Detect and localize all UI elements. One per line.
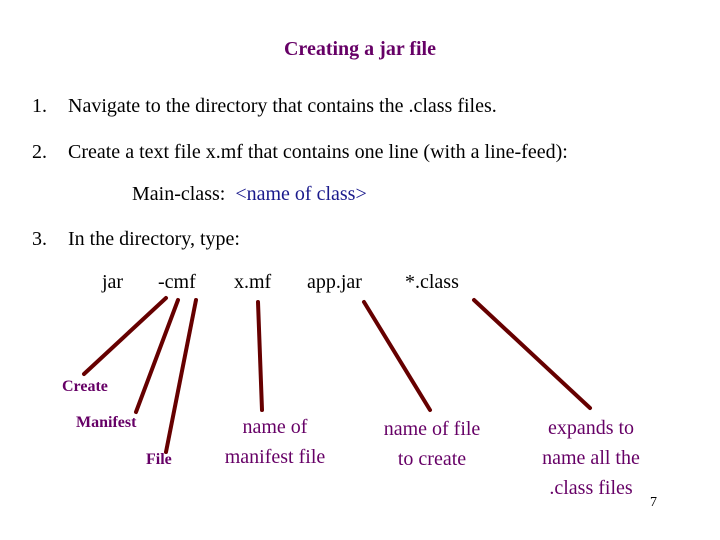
label-create: Create [62, 378, 108, 395]
main-class-line: Main-class: <name of class> [132, 183, 367, 206]
step-3-number: 3. [32, 228, 47, 250]
slide-title: Creating a jar file [283, 38, 436, 60]
main-class-value: <name of class> [235, 183, 367, 205]
label-file-to-create: name of file to create [362, 414, 502, 474]
page-number: 7 [650, 495, 657, 510]
command-jarfile: app.jar [307, 271, 362, 293]
label-file-to-create-line1: name of file [383, 418, 481, 440]
label-expands-line1: expands to [547, 417, 635, 439]
arrow-file [164, 298, 198, 454]
label-manifest-name-line2: manifest file [224, 446, 326, 468]
label-file: File [146, 451, 172, 468]
arrow-file-to-create [362, 300, 432, 412]
arrow-manifest-name [256, 300, 264, 412]
step-1-text: Navigate to the directory that contains … [68, 95, 497, 117]
arrow-create [82, 296, 168, 376]
step-2-number: 2. [32, 141, 47, 163]
command-manifest: x.mf [234, 271, 272, 293]
arrow-manifest [134, 298, 180, 414]
main-class-key: Main-class: [132, 183, 226, 205]
step-3: 3. In the directory, type: [32, 228, 240, 251]
label-expands-line2: name all the [542, 447, 640, 469]
label-expands: expands to name all the .class files [516, 413, 666, 503]
command-flags: -cmf [158, 271, 196, 293]
label-manifest-name-line1: name of [242, 416, 308, 438]
command-jar: jar [102, 271, 124, 293]
arrow-class-files [472, 298, 592, 410]
step-3-text: In the directory, type: [68, 228, 240, 250]
label-file-to-create-line2: to create [397, 448, 467, 470]
label-expands-line3: .class files [549, 477, 633, 499]
step-2-text: Create a text file x.mf that contains on… [68, 141, 568, 163]
label-manifest: Manifest [76, 414, 137, 431]
step-1: 1. Navigate to the directory that contain… [32, 95, 497, 118]
step-2: 2. Create a text file x.mf that contains … [32, 141, 568, 164]
command-classes: *.class [405, 271, 459, 293]
label-manifest-name: name of manifest file [205, 412, 345, 472]
step-1-number: 1. [32, 95, 47, 117]
